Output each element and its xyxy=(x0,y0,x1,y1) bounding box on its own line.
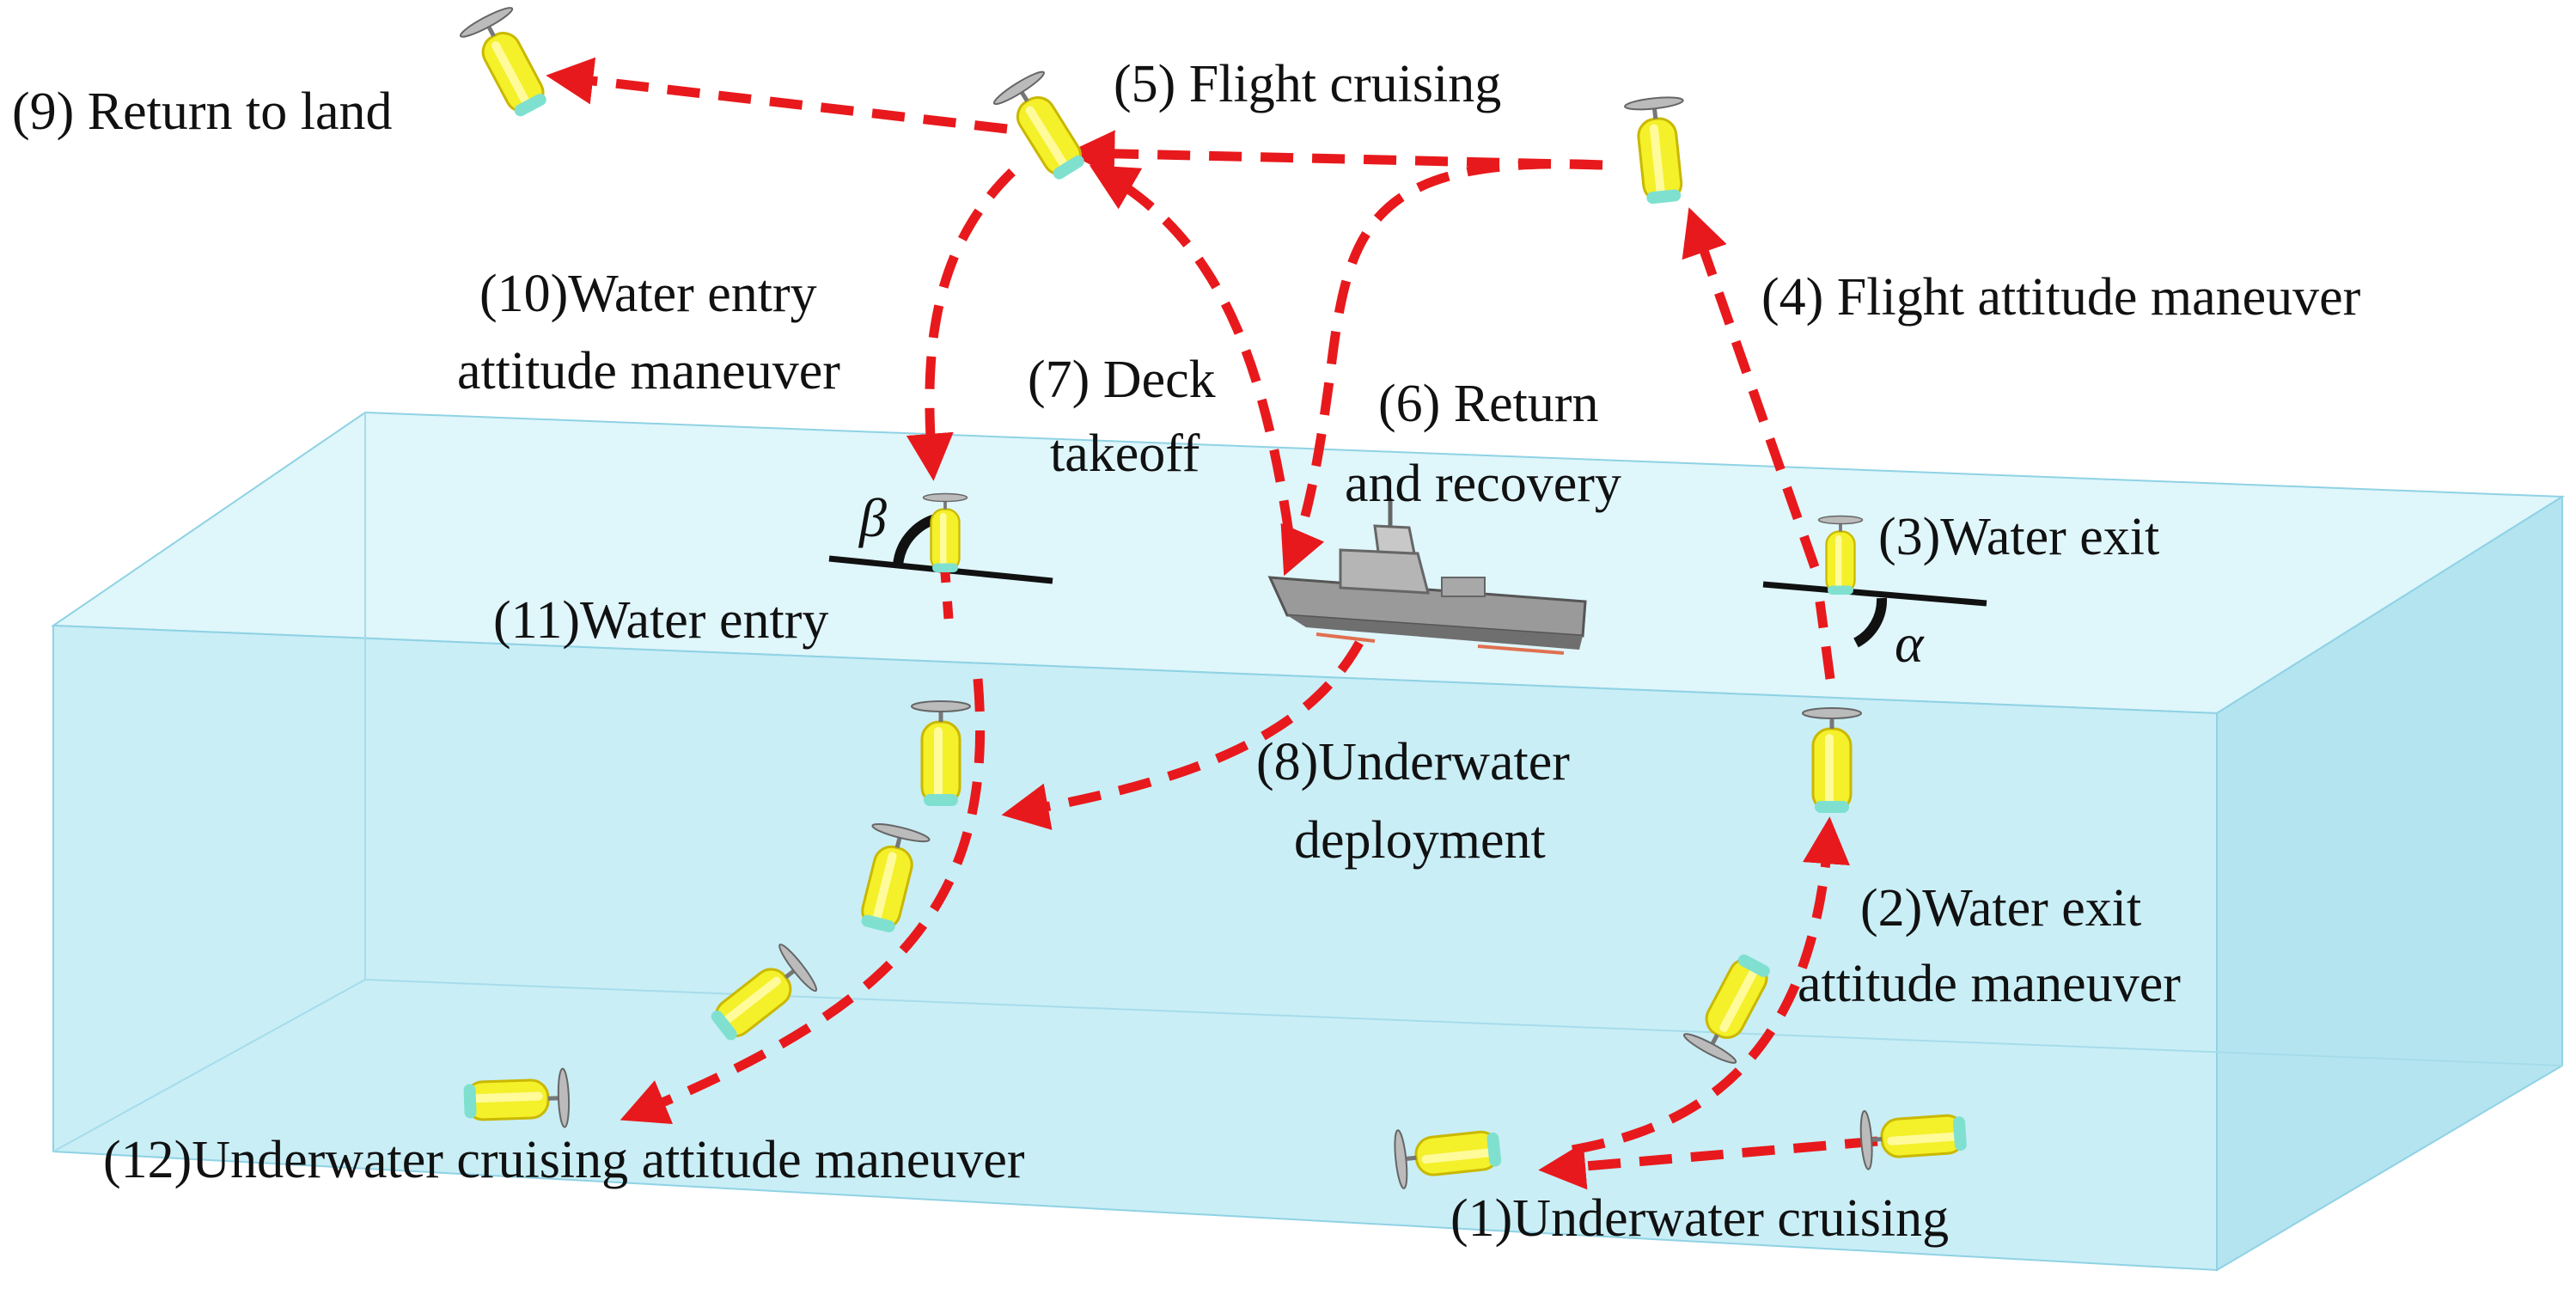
label-stage-7-line1: (7) Deck xyxy=(1028,351,1216,409)
vehicle-flight-turn-icon xyxy=(992,68,1096,187)
label-stage-2-line2: attitude maneuver xyxy=(1798,955,2181,1013)
arrow-underwater-deployment xyxy=(1001,640,1364,830)
vehicle-return-to-land-icon xyxy=(458,4,559,125)
water-exit-angle-marker xyxy=(1762,581,1987,648)
arrow-water-exit-maneuver xyxy=(1572,816,1850,1155)
water-bottom-back-edge xyxy=(364,979,2563,1066)
arrow-flight-cruising xyxy=(1067,130,1603,178)
label-stage-11: (11)Water entry xyxy=(493,591,828,650)
arrow-water-exit-path xyxy=(1815,601,1835,680)
water-exit-surface-line xyxy=(1762,581,1987,607)
alpha-angle-arc xyxy=(1853,597,1888,648)
label-alpha-angle: α xyxy=(1895,613,1925,674)
arrow-underwater-cruising-maneuver xyxy=(620,678,986,1124)
label-stage-6-line2: and recovery xyxy=(1345,455,1621,513)
arrow-water-entry-maneuver xyxy=(906,168,1016,481)
warship-icon xyxy=(1267,498,1587,655)
label-stage-5: (5) Flight cruising xyxy=(1114,55,1501,113)
label-stage-10-line1: (10)Water entry xyxy=(479,265,817,323)
arrow-flight-attitude-maneuver xyxy=(1682,207,1820,569)
label-stage-2-line1: (2)Water exit xyxy=(1860,879,2141,938)
label-stage-1: (1)Underwater cruising xyxy=(1450,1189,1949,1248)
arrow-deck-takeoff xyxy=(1089,165,1294,534)
stage-labels: (1)Underwater cruising (2)Water exit att… xyxy=(12,55,2361,1248)
label-stage-7-line2: takeoff xyxy=(1050,425,1200,483)
arrow-underwater-cruising xyxy=(1538,1136,1878,1190)
label-stage-9: (9) Return to land xyxy=(12,82,393,141)
label-stage-3: (3)Water exit xyxy=(1878,508,2159,566)
vehicle-flight-cruising-icon xyxy=(1624,95,1693,205)
water-bottom-left-edge xyxy=(52,979,366,1152)
label-stage-4: (4) Flight attitude maneuver xyxy=(1761,268,2361,327)
label-stage-10-line2: attitude maneuver xyxy=(457,342,840,400)
label-stage-8-line1: (8)Underwater xyxy=(1256,733,1570,791)
arrow-return-and-recovery xyxy=(1280,159,1603,577)
arrow-return-to-land xyxy=(546,57,1008,134)
label-stage-8-line2: deployment xyxy=(1294,811,1546,870)
water-volume xyxy=(50,411,2566,1272)
route-arrows xyxy=(546,57,1878,1190)
label-beta-angle: β xyxy=(858,487,887,548)
label-stage-12: (12)Underwater cruising attitude maneuve… xyxy=(103,1131,1025,1189)
label-stage-6-line1: (6) Return xyxy=(1378,375,1599,433)
